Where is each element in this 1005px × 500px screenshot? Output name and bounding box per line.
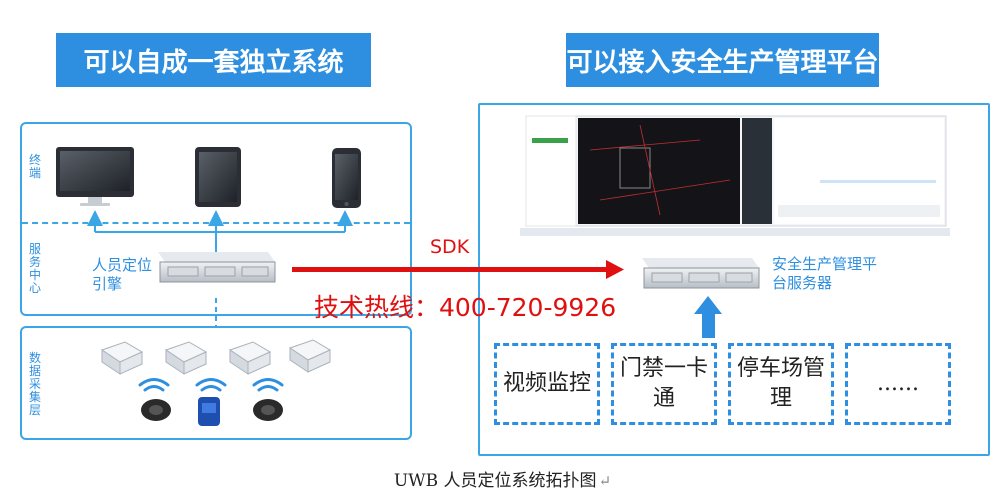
layer-label-data-collection: 数据采集层 xyxy=(28,351,41,417)
monitor-icon xyxy=(56,147,134,206)
tag-icon xyxy=(198,397,220,426)
wristband-icon xyxy=(253,399,283,421)
hotline-text: 技术热线：400-720-9926 xyxy=(314,293,617,322)
caption-text: UWB 人员定位系统拓扑图 xyxy=(393,471,597,491)
sdk-label: SDK xyxy=(430,236,470,258)
right-banner-title: 可以接入安全生产管理平台 xyxy=(566,33,879,87)
terminal-arrows xyxy=(87,210,353,252)
anchor-icon xyxy=(228,341,272,375)
right-platform-panel xyxy=(478,103,990,456)
left-bottom-panel xyxy=(20,326,412,440)
anchor-icon xyxy=(164,341,208,375)
subsystem-video-surveillance: 视频监控 xyxy=(494,343,600,425)
layer-label-terminal: 终端 xyxy=(28,153,41,180)
figure-caption: UWB 人员定位系统拓扑图↵ xyxy=(0,466,1005,491)
integration-arrow xyxy=(694,296,722,338)
return-mark: ↵ xyxy=(598,472,612,490)
anchor-icon xyxy=(100,341,144,375)
anchor-icon xyxy=(288,339,332,373)
subsystem-access-control: 门禁一卡通 xyxy=(611,343,717,425)
positioning-engine-label: 人员定位引擎 xyxy=(92,256,153,293)
server-icon xyxy=(158,252,276,283)
signal-waves xyxy=(138,378,284,392)
platform-server-label: 安全生产管理平台服务器 xyxy=(772,255,878,292)
left-banner-title: 可以自成一套独立系统 xyxy=(56,33,371,87)
dashboard-screenshot xyxy=(520,115,950,236)
subsystem-more: ...... xyxy=(845,343,951,425)
phone-icon xyxy=(332,148,361,208)
layer-label-service-center: 服务中心 xyxy=(28,242,41,295)
sdk-arrow xyxy=(292,260,624,279)
left-top-panel xyxy=(20,122,412,316)
subsystem-parking-management: 停车场管理 xyxy=(728,343,834,425)
server-icon xyxy=(642,258,760,289)
tablet-icon xyxy=(195,147,241,207)
wristband-icon xyxy=(141,399,171,421)
